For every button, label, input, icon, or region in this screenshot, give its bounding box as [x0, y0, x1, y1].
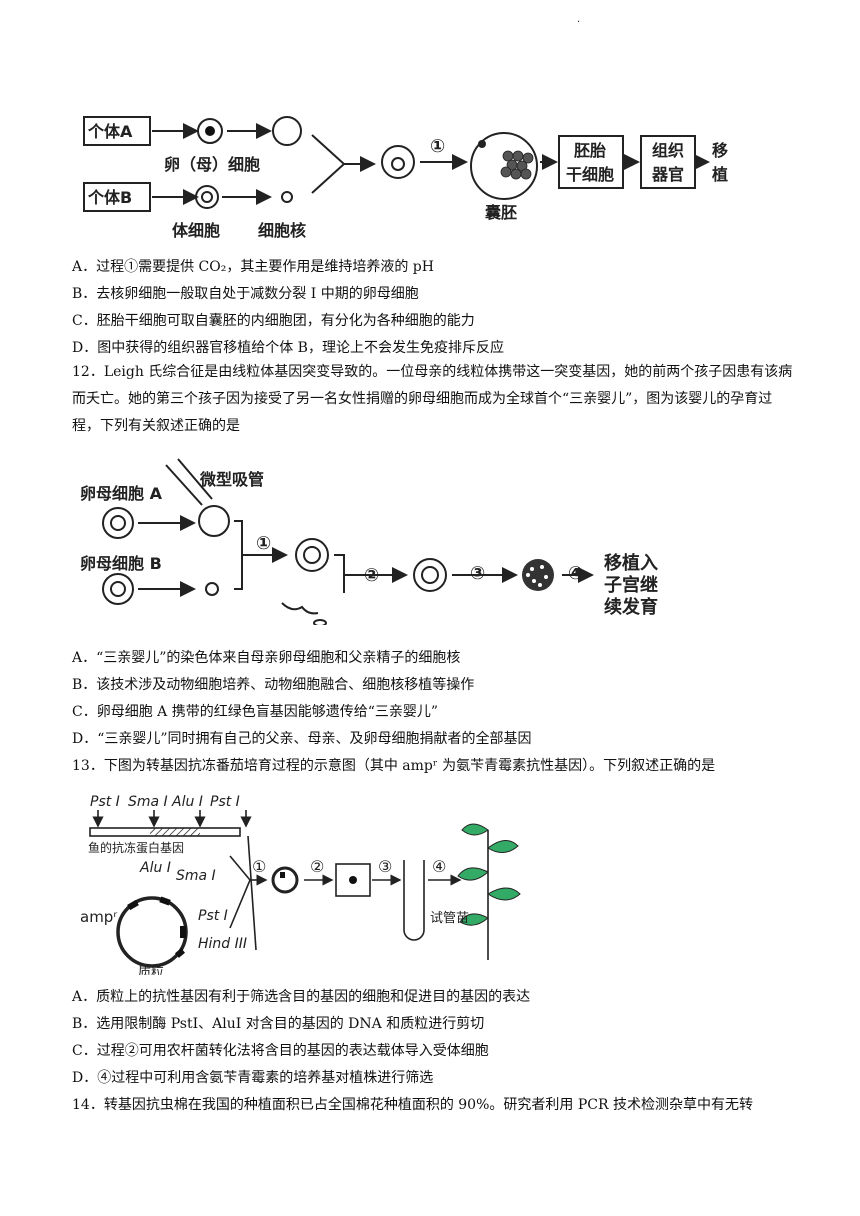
alu-p-label: Alu I	[139, 860, 171, 876]
hind-p-label: Hind III	[198, 936, 247, 952]
body-cell-label: 体细胞	[172, 221, 220, 240]
q13-option-a: A．质粒上的抗性基因有利于筛选含目的基因的细胞和促进目的基因的表达	[72, 989, 531, 1005]
blastocyst-label: 囊胚	[484, 203, 517, 222]
q13-option-c: C．过程②可用农杆菌转化法将含目的基因的表达载体导入受体细胞	[72, 1043, 489, 1059]
q13-stem: 13．下图为转基因抗冻番茄培育过程的示意图（其中 ampʳ 为氨苄青霉素抗性基因…	[72, 758, 716, 774]
alu1-label: Alu I	[171, 794, 203, 810]
q13-option-d: D．④过程中可利用含氨苄青霉素的培养基对植株进行筛选	[72, 1070, 434, 1086]
organ-label-2: 器官	[651, 165, 684, 184]
organ-label-1: 组织	[652, 141, 684, 160]
sma-p-label: Sma I	[176, 868, 216, 884]
result-label-3: 续发育	[604, 596, 658, 618]
result-label-1: 移植入	[604, 552, 658, 574]
individual-b-label: 个体B	[87, 188, 132, 207]
nucleus-label: 细胞核	[258, 221, 306, 240]
figure-nuclear-transfer: 个体A 个体B 卵（母）细胞 体细胞 细胞核 ① 囊胚 胚胎 干细胞 组织 器官…	[83, 116, 728, 240]
antifreeze-gene-label: 鱼的抗冻蛋白基因	[88, 840, 184, 855]
q12-option-c: C．卵母细胞 A 携带的红绿色盲基因能够遗传给“三亲婴儿”	[72, 704, 439, 720]
figure-three-parent-baby: 卵母细胞 A 微型吸管 卵母细胞 B ① ② ③ ④ 移植入 子宫继 续发育	[80, 458, 658, 625]
q11-option-d: D．图中获得的组织器官移植给个体 B，理论上不会发生免疫排斥反应	[72, 340, 504, 356]
fig3-step2-label: ②	[310, 857, 324, 876]
q12-option-d: D．“三亲婴儿”同时拥有自己的父亲、母亲、及卵母细胞捐献者的全部基因	[72, 731, 532, 747]
q12-stem: 12．Leigh 氏综合征是由线粒体基因突变导致的。一位母亲的线粒体携带这一突变…	[72, 364, 793, 434]
header-mark: .	[577, 14, 581, 25]
q11-option-b: B．去核卵细胞一般取自处于减数分裂 I 中期的卵母细胞	[72, 286, 419, 302]
sma1-label: Sma I	[128, 794, 168, 810]
q11-option-c: C．胚胎干细胞可取自囊胚的内细胞团，有分化为各种细胞的能力	[72, 313, 475, 329]
transplant-label-2: 植	[711, 165, 728, 184]
q11-option-a: A．过程①需要提供 CO₂，其主要作用是维持培养液的 pH	[72, 259, 434, 275]
amp-label: ampʳ	[80, 908, 117, 926]
pst1-label: Pst I	[90, 794, 120, 810]
step1-label: ①	[430, 136, 445, 157]
pst1-b-label: Pst I	[210, 794, 240, 810]
es-cell-label-2: 干细胞	[566, 165, 614, 184]
q12-option-a: A．“三亲婴儿”的染色体来自母亲卵母细胞和父亲精子的细胞核	[72, 650, 461, 666]
oocyte-b-label: 卵母细胞 B	[80, 554, 162, 573]
fig3-step3-label: ③	[378, 857, 392, 876]
q13-option-b: B．选用限制酶 PstI、AluI 对含目的基因的 DNA 和质粒进行剪切	[72, 1016, 485, 1032]
transplant-label-1: 移	[712, 141, 728, 160]
es-cell-label-1: 胚胎	[574, 141, 606, 160]
fig3-step4-label: ④	[432, 857, 446, 876]
figure-transgenic-tomato: Pst I Sma I Alu I Pst I Alu I Sma I Pst …	[80, 794, 521, 975]
fig2-step3-label: ③	[470, 563, 485, 584]
egg-cell-label: 卵（母）细胞	[164, 155, 260, 174]
fig2-step1-label: ①	[256, 533, 271, 554]
result-label-2: 子宫继	[604, 574, 658, 596]
oocyte-a-label: 卵母细胞 A	[80, 484, 163, 503]
fig3-step1-label: ①	[252, 857, 266, 876]
individual-a-label: 个体A	[87, 122, 133, 141]
fig2-step2-label: ②	[364, 565, 379, 586]
test-tube-seedling-label: 试管苗	[430, 911, 469, 926]
fig2-step4-label: ④	[568, 563, 583, 584]
plasmid-label: 质粒	[138, 965, 164, 975]
q14-stem: 14．转基因抗虫棉在我国的种植面积已占全国棉花种植面积的 90%。研究者利用 P…	[72, 1097, 753, 1113]
micropipette-label: 微型吸管	[199, 470, 264, 489]
pst-p-label: Pst I	[198, 908, 228, 924]
q12-option-b: B．该技术涉及动物细胞培养、动物细胞融合、细胞核移植等操作	[72, 677, 475, 693]
